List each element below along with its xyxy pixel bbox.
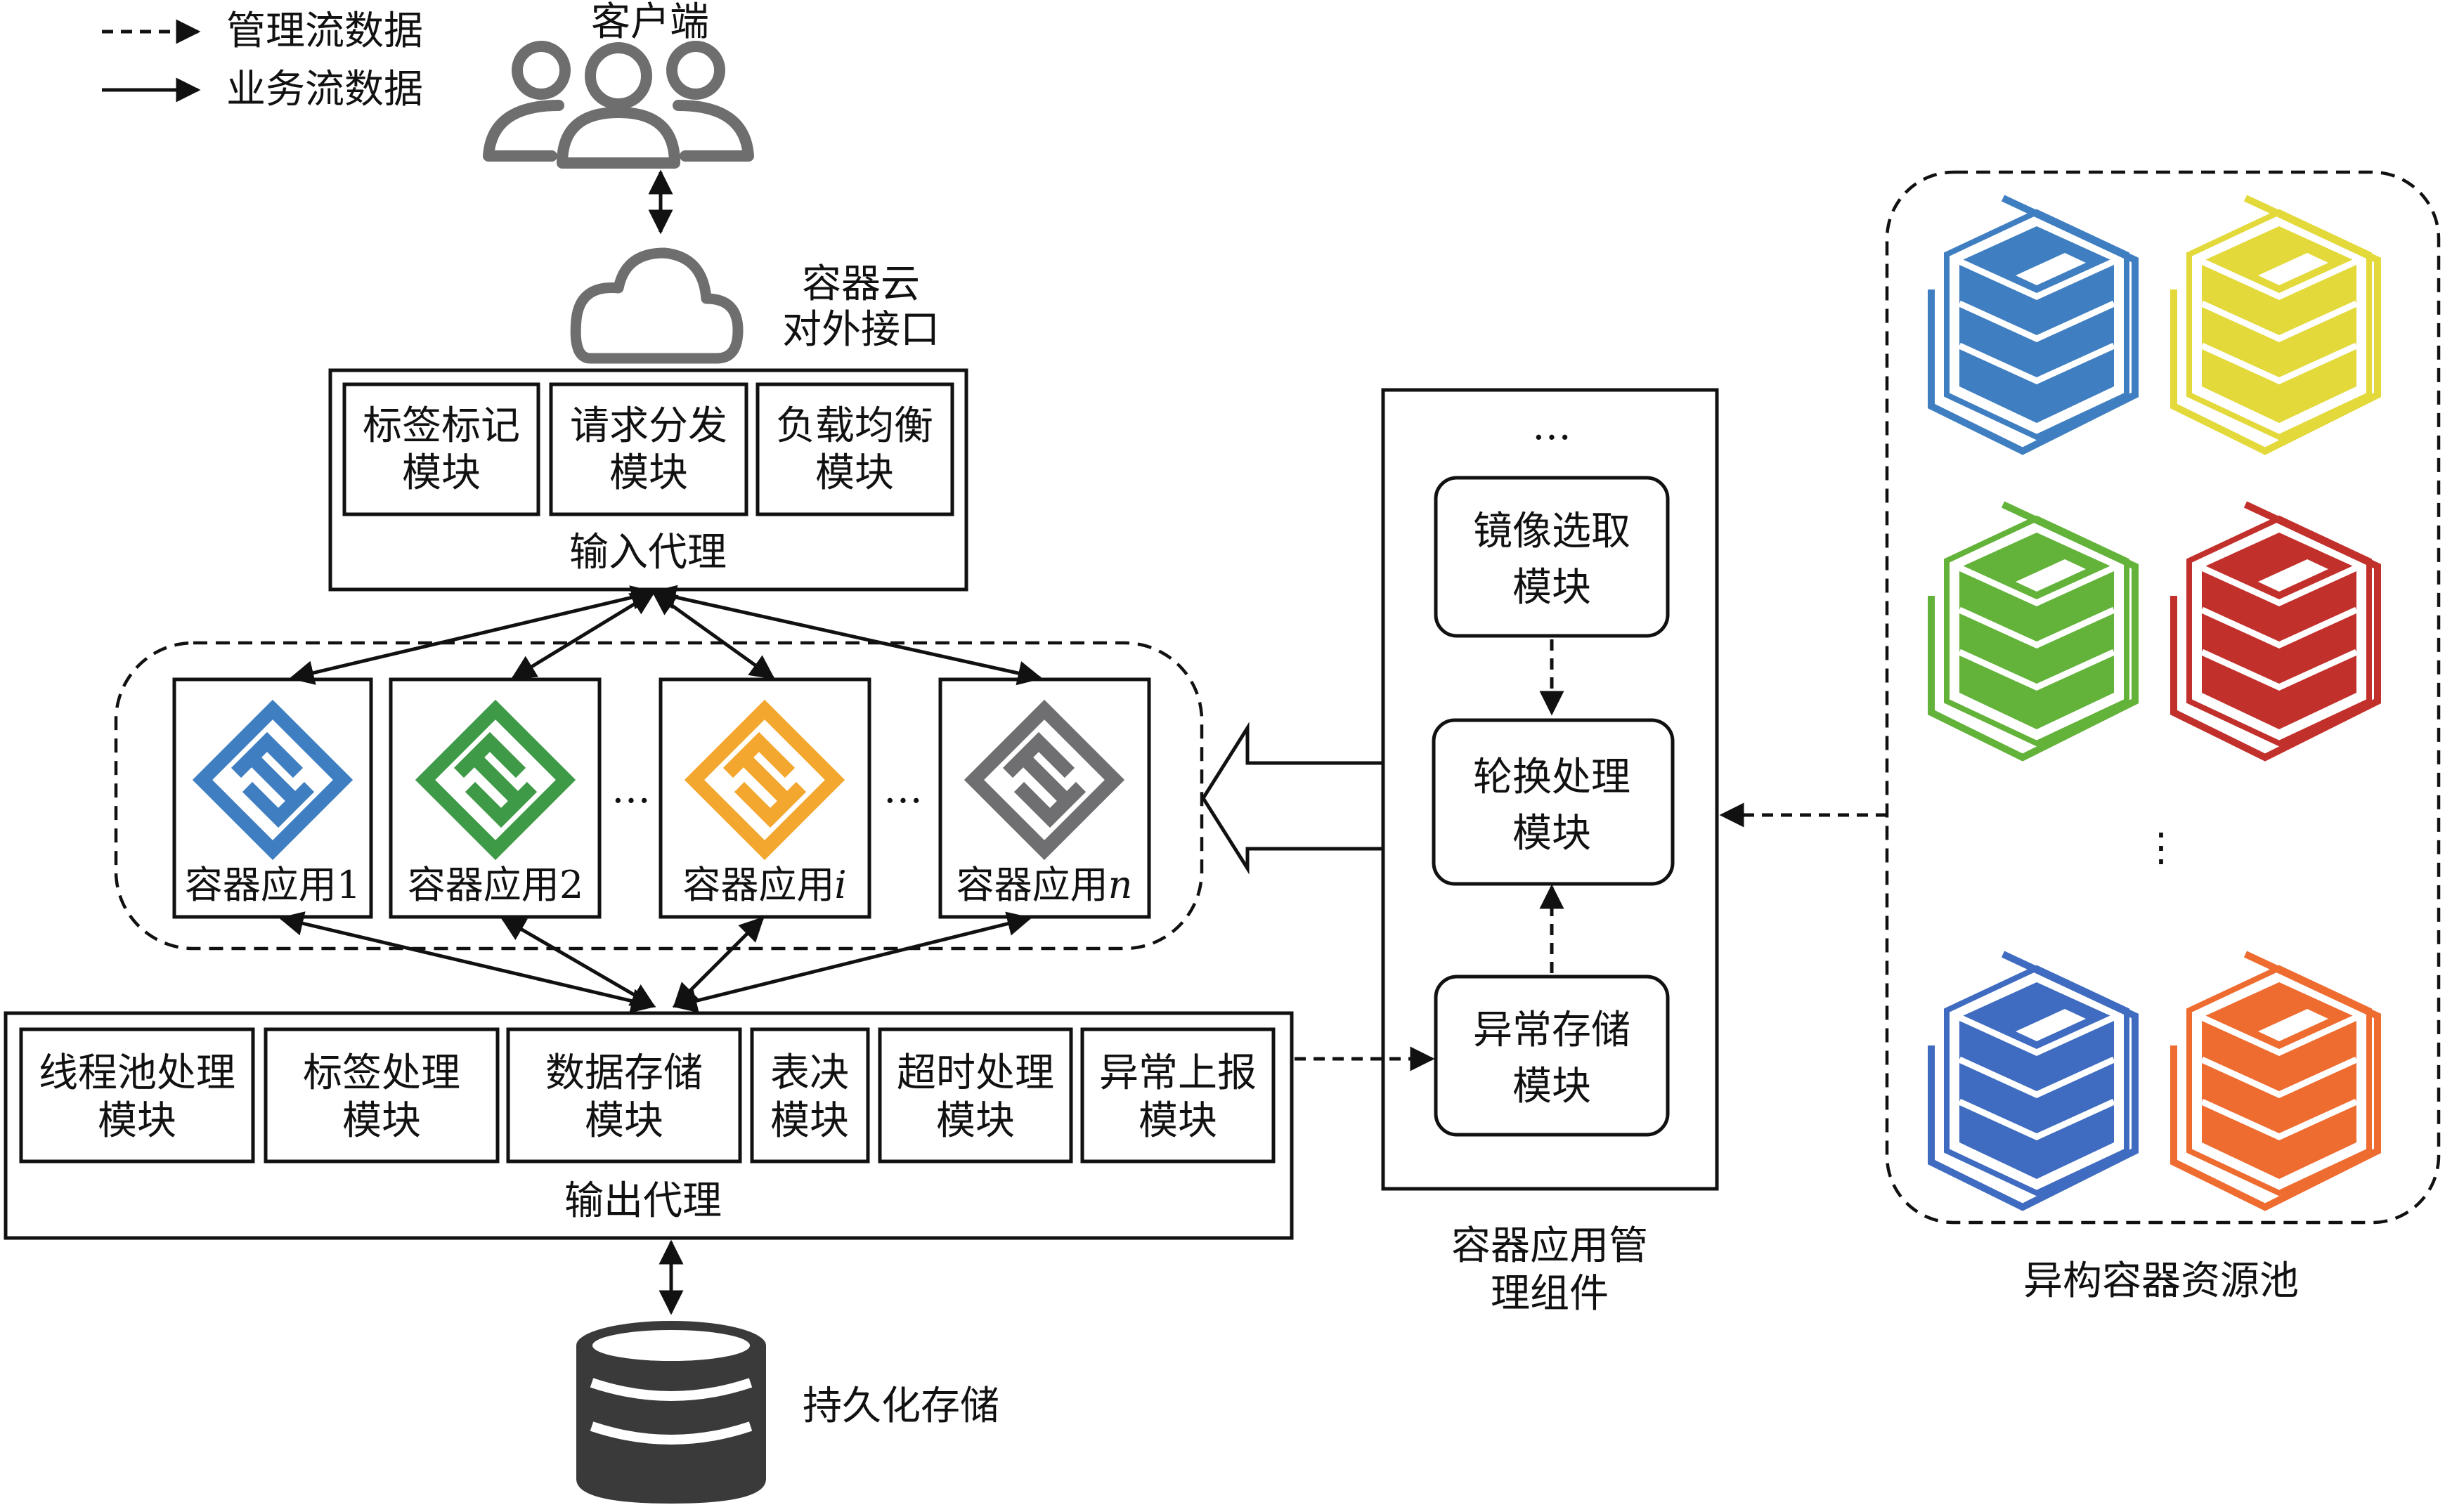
input-module-1-line2: 模块 bbox=[609, 450, 688, 496]
input-module-0-line2: 模块 bbox=[402, 450, 481, 496]
client: 客户端 bbox=[483, 0, 754, 169]
container-image-icon bbox=[2174, 954, 2378, 1207]
container-app-i: 容器应用i bbox=[659, 677, 871, 919]
output-module-0-line1: 线程池处理 bbox=[39, 1050, 235, 1096]
legend: 管理流数据 业务流数据 bbox=[102, 8, 423, 112]
resource-pool: ⋮ 异构容器资源池 bbox=[1885, 170, 2441, 1304]
management-module-0 bbox=[1434, 476, 1670, 638]
output-proxy-label: 输出代理 bbox=[564, 1178, 722, 1224]
storage-label: 持久化存储 bbox=[803, 1383, 999, 1429]
output-module-2-line1: 数据存储 bbox=[545, 1050, 703, 1096]
output-module-3-line1: 表决 bbox=[770, 1050, 849, 1096]
container-apps-ellipsis-1: … bbox=[611, 767, 651, 812]
output-module-0 bbox=[19, 1027, 255, 1164]
container-image-icon bbox=[2174, 198, 2378, 451]
output-module-5-line1: 异常上报 bbox=[1099, 1050, 1257, 1096]
container-app-i-label: 容器应用i bbox=[682, 863, 846, 907]
output-module-5 bbox=[1080, 1027, 1276, 1164]
management-component: … 镜像选取 模块 轮换处理 模块 异常存储 模块 容器应用管 理组件 bbox=[1381, 388, 1719, 1317]
management-caption-line1: 容器应用管 bbox=[1451, 1223, 1648, 1269]
legend-business-label: 业务流数据 bbox=[226, 67, 423, 112]
output-module-2 bbox=[506, 1027, 742, 1164]
output-module-3-line2: 模块 bbox=[770, 1098, 849, 1144]
legend-management-label: 管理流数据 bbox=[226, 8, 423, 54]
output-module-4-line2: 模块 bbox=[936, 1098, 1015, 1144]
management-to-apps-arrow bbox=[1201, 722, 1385, 875]
management-module-2-line2: 模块 bbox=[1512, 1064, 1591, 1109]
database-icon bbox=[576, 1321, 766, 1504]
container-apps-ellipsis-2: … bbox=[883, 767, 923, 812]
container-image-icon bbox=[1931, 954, 2135, 1207]
management-module-1-line1: 轮换处理 bbox=[1473, 755, 1630, 800]
apps-to-output-arrows bbox=[278, 911, 1032, 1013]
input-module-0-line1: 标签标记 bbox=[363, 403, 520, 449]
output-module-4-line1: 超时处理 bbox=[897, 1050, 1054, 1096]
container-app-2: 容器应用2 bbox=[389, 677, 602, 919]
cloud-interface-line1: 容器云 bbox=[802, 261, 920, 307]
input-module-2-line1: 负载均衡 bbox=[776, 403, 933, 449]
resource-pool-box bbox=[1885, 170, 2441, 1225]
container-app-1-label: 容器应用1 bbox=[185, 863, 361, 907]
input-module-0 bbox=[342, 382, 540, 516]
container-app-2-label: 容器应用2 bbox=[408, 863, 583, 907]
output-module-2-line2: 模块 bbox=[585, 1098, 663, 1144]
client-label: 客户端 bbox=[591, 0, 709, 45]
container-apps-group bbox=[114, 641, 1204, 951]
container-app-n-label: 容器应用n bbox=[956, 863, 1133, 907]
management-module-1-line2: 模块 bbox=[1512, 811, 1591, 856]
output-module-3 bbox=[750, 1027, 870, 1164]
management-module-1 bbox=[1432, 718, 1675, 886]
storage: 持久化存储 bbox=[576, 1321, 999, 1504]
output-module-1-line2: 模块 bbox=[342, 1098, 421, 1144]
cloud-interface: 容器云 对外接口 bbox=[570, 247, 940, 364]
cloud-icon bbox=[570, 247, 744, 364]
output-module-1 bbox=[264, 1027, 500, 1164]
resource-pool-caption: 异构容器资源池 bbox=[2023, 1258, 2299, 1304]
input-module-1 bbox=[549, 382, 748, 516]
input-to-apps-arrows bbox=[289, 585, 1043, 686]
output-module-0-line2: 模块 bbox=[98, 1098, 176, 1144]
management-module-2 bbox=[1434, 975, 1670, 1137]
container-image-icon bbox=[1931, 504, 2135, 757]
cloud-interface-line2: 对外接口 bbox=[782, 307, 940, 353]
resource-pool-ellipsis: ⋮ bbox=[2141, 825, 2181, 871]
container-app-1: 容器应用1 bbox=[172, 677, 373, 919]
container-app-n: 容器应用n bbox=[938, 677, 1151, 919]
container-image-icon bbox=[2174, 504, 2378, 757]
container-image-icon bbox=[1931, 198, 2135, 451]
management-module-0-line1: 镜像选取 bbox=[1473, 509, 1630, 554]
management-module-0-line2: 模块 bbox=[1512, 565, 1591, 611]
users-icon bbox=[483, 41, 754, 169]
management-caption-line2: 理组件 bbox=[1491, 1271, 1609, 1317]
container-app-1-box bbox=[172, 677, 373, 919]
management-ellipsis: … bbox=[1532, 403, 1571, 449]
management-module-2-line1: 异常存储 bbox=[1473, 1008, 1630, 1053]
output-module-5-line2: 模块 bbox=[1139, 1098, 1217, 1144]
output-proxy: 线程池处理 模块 标签处理 模块 数据存储 模块 表决 模块 超时处理 模块 异… bbox=[4, 1011, 1294, 1240]
input-proxy-label: 输入代理 bbox=[569, 530, 727, 575]
input-proxy: 标签标记 模块 请求分发 模块 负载均衡 模块 输入代理 bbox=[328, 368, 968, 592]
output-module-4 bbox=[878, 1027, 1073, 1164]
output-module-1-line1: 标签处理 bbox=[303, 1050, 460, 1096]
input-module-1-line1: 请求分发 bbox=[570, 403, 727, 449]
input-module-2 bbox=[755, 382, 954, 516]
input-module-2-line2: 模块 bbox=[815, 450, 894, 496]
